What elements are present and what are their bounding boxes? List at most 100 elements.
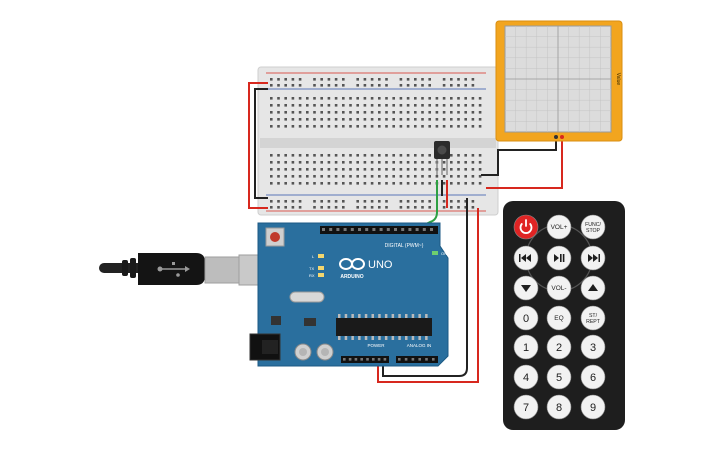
hole bbox=[327, 118, 331, 121]
wires[interactable] bbox=[248, 82, 563, 383]
header-pin[interactable] bbox=[415, 228, 419, 231]
chip-pin bbox=[344, 336, 348, 340]
remote-button-8[interactable]: 8 bbox=[546, 394, 572, 420]
hole bbox=[363, 125, 367, 128]
remote-button-label: 1 bbox=[523, 342, 529, 354]
wire-black-plotter[interactable] bbox=[481, 140, 557, 176]
remote-button-vol-down[interactable]: VOL- bbox=[546, 275, 572, 301]
header-pin[interactable] bbox=[336, 228, 340, 231]
header-pin[interactable] bbox=[432, 358, 435, 361]
ir-receiver[interactable] bbox=[434, 141, 450, 175]
header-pin[interactable] bbox=[422, 228, 426, 231]
hole bbox=[399, 182, 403, 185]
remote-button-down[interactable] bbox=[513, 275, 539, 301]
breadboard[interactable] bbox=[257, 66, 499, 216]
hole bbox=[406, 206, 410, 209]
header-pin[interactable] bbox=[365, 228, 369, 231]
hole bbox=[428, 182, 431, 185]
hole bbox=[284, 175, 287, 178]
hole bbox=[457, 111, 460, 114]
remote-button-power[interactable] bbox=[513, 214, 539, 240]
header-pin[interactable] bbox=[372, 358, 375, 361]
remote-button-rewind[interactable] bbox=[513, 245, 539, 271]
reset-button-cap[interactable] bbox=[270, 232, 280, 242]
header-pin[interactable] bbox=[394, 228, 397, 231]
remote-button-7[interactable]: 7 bbox=[513, 394, 539, 420]
header-pin[interactable] bbox=[398, 358, 401, 361]
header-pin[interactable] bbox=[329, 228, 333, 231]
remote-button-func-stop[interactable]: FUNC/STOP bbox=[580, 214, 606, 240]
hole bbox=[421, 125, 424, 128]
hole bbox=[378, 111, 381, 114]
header-pin[interactable] bbox=[430, 228, 433, 231]
power-header[interactable] bbox=[341, 356, 389, 363]
remote-button-label: FUNC/ bbox=[585, 222, 601, 228]
hole bbox=[298, 78, 302, 81]
wire-red-left[interactable] bbox=[248, 82, 268, 209]
remote-button-3[interactable]: 3 bbox=[580, 334, 606, 360]
header-pin[interactable] bbox=[360, 358, 363, 361]
header-pin[interactable] bbox=[350, 228, 354, 231]
header-pin[interactable] bbox=[386, 228, 390, 231]
header-pin[interactable] bbox=[322, 228, 325, 231]
arduino-uno[interactable]: DIGITAL (PWM~) L TX RX ON UNO ARDUINO bbox=[249, 222, 449, 367]
hole bbox=[277, 206, 280, 209]
header-pin[interactable] bbox=[425, 358, 428, 361]
chip-pin bbox=[371, 336, 374, 340]
header-pin[interactable] bbox=[358, 228, 361, 231]
capacitor-top bbox=[299, 348, 307, 356]
header-pin[interactable] bbox=[348, 358, 352, 361]
remote-button-5[interactable]: 5 bbox=[546, 364, 572, 390]
digital-header[interactable] bbox=[320, 226, 438, 234]
remote-button-0[interactable]: 0 bbox=[513, 305, 539, 331]
hole bbox=[414, 111, 417, 114]
hole bbox=[406, 84, 410, 87]
hole bbox=[464, 104, 467, 107]
remote-button-2[interactable]: 2 bbox=[546, 334, 572, 360]
remote-button-fast-forward[interactable] bbox=[580, 245, 606, 271]
plotter-pin-gnd[interactable] bbox=[554, 135, 558, 139]
header-pin[interactable] bbox=[372, 228, 376, 231]
header-pin[interactable] bbox=[379, 228, 383, 231]
remote-button-6[interactable]: 6 bbox=[580, 364, 606, 390]
hole bbox=[270, 84, 273, 87]
rail-holes-bottom bbox=[270, 200, 475, 209]
header-pin[interactable] bbox=[408, 228, 412, 231]
analog-header[interactable] bbox=[396, 356, 438, 363]
hole bbox=[298, 84, 302, 87]
header-pin[interactable] bbox=[404, 358, 408, 361]
hole bbox=[478, 104, 482, 107]
header-pin[interactable] bbox=[377, 358, 381, 361]
wire-red-plotter[interactable] bbox=[486, 140, 563, 189]
plotter-pin-signal[interactable] bbox=[560, 135, 564, 139]
header-pin[interactable] bbox=[383, 358, 387, 361]
header-pin[interactable] bbox=[343, 358, 346, 361]
remote-button-4[interactable]: 4 bbox=[513, 364, 539, 390]
hole bbox=[370, 206, 374, 209]
remote-button-up[interactable] bbox=[580, 275, 606, 301]
header-pin[interactable] bbox=[418, 358, 421, 361]
remote-button-play-pause[interactable] bbox=[546, 245, 572, 271]
header-pin[interactable] bbox=[401, 228, 405, 231]
hole bbox=[428, 161, 431, 164]
wire-black-gnd[interactable] bbox=[382, 198, 468, 377]
remote-button-vol-up[interactable]: VOL+ bbox=[546, 214, 572, 240]
hole bbox=[392, 175, 395, 178]
header-pin[interactable] bbox=[354, 358, 358, 361]
serial-plotter[interactable]: Value bbox=[495, 20, 623, 142]
remote-button-st-rept[interactable]: ST/REPT bbox=[580, 305, 606, 331]
header-pin[interactable] bbox=[411, 358, 415, 361]
chip-pin bbox=[398, 314, 401, 318]
hole bbox=[370, 78, 374, 81]
header-pin[interactable] bbox=[366, 358, 369, 361]
wire-black-left[interactable] bbox=[254, 88, 268, 199]
wire-green-signal[interactable] bbox=[417, 180, 438, 229]
header-pin[interactable] bbox=[343, 228, 347, 231]
usb-cable[interactable] bbox=[99, 253, 282, 286]
remote-button-eq[interactable]: EQ bbox=[546, 305, 572, 331]
remote-button-9[interactable]: 9 bbox=[580, 394, 606, 420]
hole bbox=[385, 97, 388, 100]
remote-button-1[interactable]: 1 bbox=[513, 334, 539, 360]
